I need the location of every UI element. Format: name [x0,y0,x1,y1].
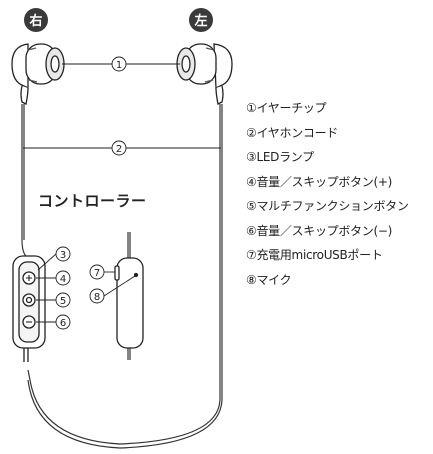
callout-1: 1 [111,56,127,72]
svg-text:8: 8 [94,292,100,303]
legend-item-earphone-cord: ②イヤホンコード [246,125,338,140]
controller-front [12,255,46,362]
svg-text:5: 5 [60,296,66,307]
callout-2: 2 [111,140,127,156]
cable [21,104,223,449]
right-earbud [11,43,65,105]
svg-text:左: 左 [194,13,207,29]
callout-4: 4 [55,270,71,286]
left-side-badge: 左 [189,8,213,32]
legend-item-eartip: ①イヤーチップ [246,101,327,115]
callout-lines [23,63,221,323]
svg-text:6: 6 [60,318,66,329]
svg-text:1: 1 [116,60,122,71]
svg-text:7: 7 [94,268,100,279]
svg-text:2: 2 [116,144,122,155]
controller-side [114,257,144,349]
parts-legend: ①イヤーチップ ②イヤホンコード ③LEDランプ ④音量／スキップボタン(+) … [246,96,409,292]
legend-item-volume-down-button: ⑥音量／スキップボタン(−) [246,223,392,238]
callout-6: 6 [55,314,71,330]
callout-7: 7 [89,264,105,280]
svg-text:右: 右 [28,13,42,29]
svg-text:4: 4 [60,274,66,285]
legend-item-charging-port: ⑦充電用microUSBポート [246,248,383,262]
callout-3: 3 [55,246,71,262]
svg-text:3: 3 [60,250,66,261]
right-side-badge: 右 [24,8,48,32]
left-earbud [176,43,233,105]
controller-label: コントローラー [38,192,147,210]
legend-item-volume-up-button: ④音量／スキップボタン(+) [246,174,392,189]
callout-8: 8 [89,288,105,304]
legend-item-multifunction-button: ⑤マルチファンクションボタン [246,199,409,213]
legend-item-led-lamp: ③LEDランプ [246,150,314,164]
callout-5: 5 [55,292,71,308]
legend-item-microphone: ⑧マイク [246,272,292,287]
